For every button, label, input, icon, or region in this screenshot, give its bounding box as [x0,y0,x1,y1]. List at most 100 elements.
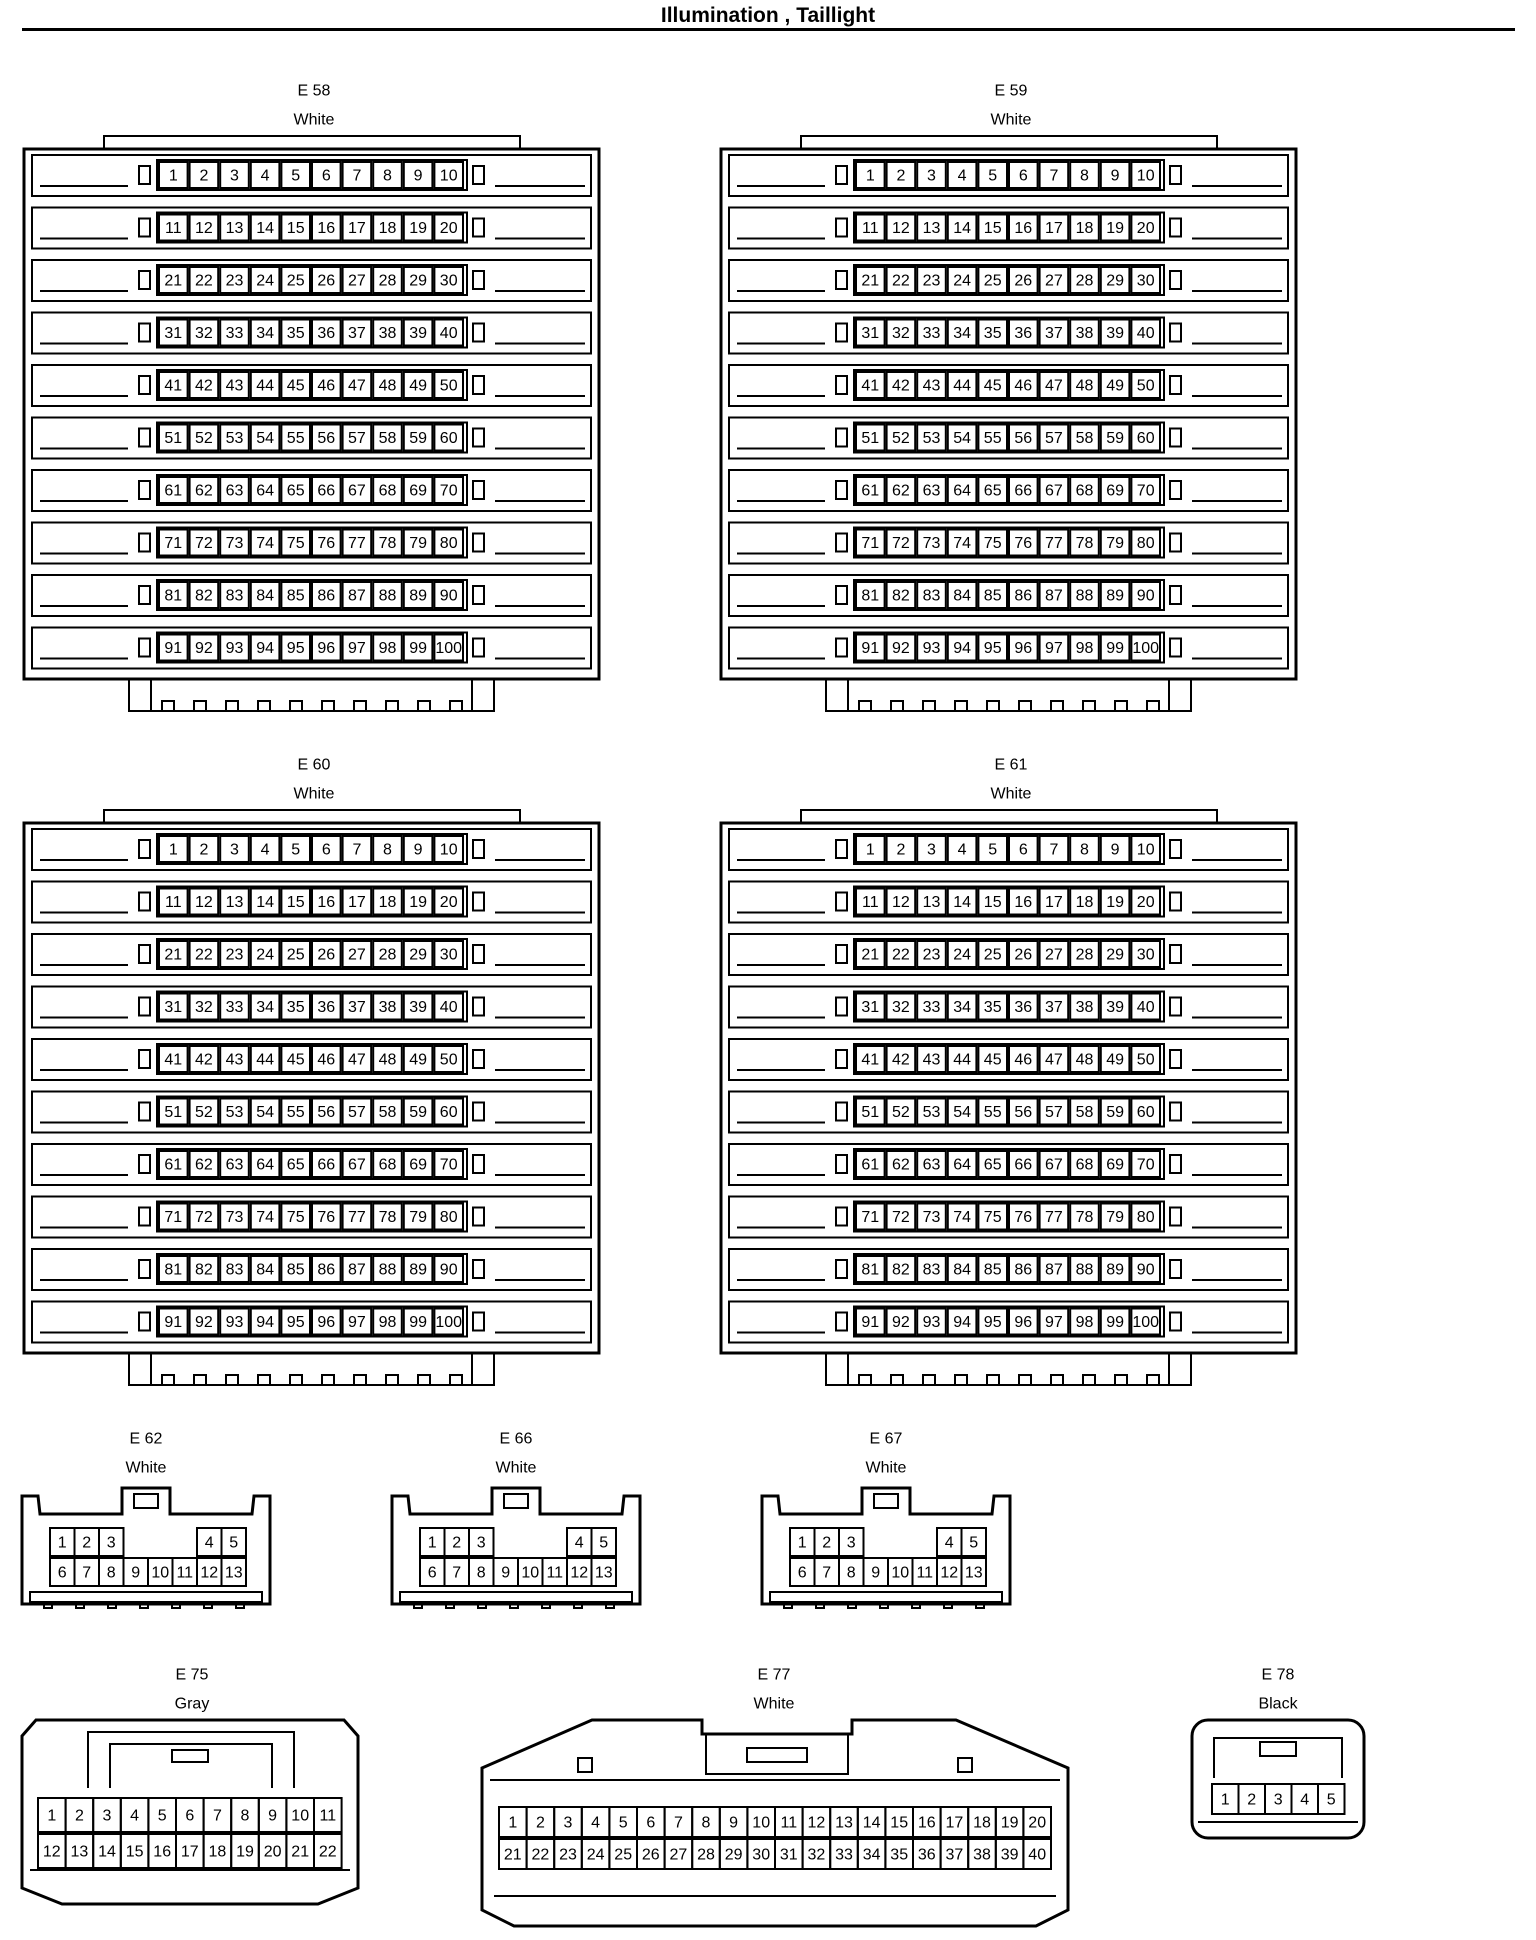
row-key-slot [835,480,848,500]
pin-number: 39 [1106,999,1124,1016]
pin-cell [1099,835,1131,863]
row-frame [31,1143,592,1186]
pin-cell [219,992,250,1021]
pin-number: 92 [892,1314,910,1331]
pin-number: 43 [923,378,941,395]
pin-cell [977,1255,1009,1283]
pin-cell [1099,1150,1131,1178]
pin-cell [433,1097,464,1126]
pin-number: 90 [1137,1262,1155,1279]
base-tooth [954,1374,968,1386]
pin-cell [977,1202,1009,1231]
connector-top-lip [800,135,1218,150]
row-key-slot [1169,427,1182,448]
pin-cell [402,213,434,242]
lock-tab [873,1493,899,1509]
connector-id-label: E 58 [298,83,331,100]
row-key-slot [138,1259,151,1279]
pin-cell [1130,1255,1162,1283]
pin-cell [433,835,464,863]
pin-number: 16 [918,1815,936,1832]
pin-number: 4 [130,1808,139,1825]
pin-cell [946,1307,978,1336]
pin-cell [158,1150,189,1178]
base-tooth [1146,700,1160,712]
pin-cell [311,213,342,242]
row-frame [728,1090,1289,1134]
pin-cell [188,1045,220,1073]
base-tooth [235,1601,245,1609]
pin-number: 5 [988,168,997,185]
latch-frame [87,1731,295,1788]
pin-cell [1008,1307,1039,1336]
pin-strip [156,1253,468,1285]
pin-number: 95 [984,1314,1002,1331]
pin-number: 18 [1076,220,1094,237]
pin-number: 87 [1045,588,1063,605]
pin-number: 5 [158,1808,167,1825]
pin-number: 45 [984,378,1002,395]
pin-cell [977,992,1009,1021]
pin-number: 100 [435,1314,462,1331]
pin-number: 23 [226,273,244,290]
base-tooth [879,1601,889,1609]
pin-number: 81 [861,588,879,605]
pin-number: 56 [1014,1104,1032,1121]
pin-cell [372,1150,403,1178]
base-tooth [922,1374,936,1386]
pin-number: 13 [225,1565,243,1582]
pin-number: 6 [322,842,331,859]
pin-number: 6 [185,1808,194,1825]
pin-cell [280,887,311,916]
pin-cell [916,581,947,609]
pin-number: 72 [892,535,910,552]
connector-color-label: White [294,112,335,129]
pin-number: 9 [414,168,423,185]
pin-strip [156,1095,468,1128]
pin-number: 9 [1111,842,1120,859]
pin-cell [855,476,886,504]
pin-number: 79 [1106,535,1124,552]
pin-number: 18 [1076,894,1094,911]
pin-cell [341,1045,373,1073]
base-tooth [922,700,936,712]
pin-number: 52 [195,430,213,447]
pin-number: 32 [892,325,910,342]
pin-number: 69 [1106,483,1124,500]
pin-cell [249,1097,281,1126]
pin-cell [1069,423,1100,452]
pin-cell [977,528,1009,557]
pin-number: 44 [953,1052,971,1069]
pin-cell [341,633,373,662]
pin-number: 47 [348,1052,366,1069]
pin-number: 5 [291,168,300,185]
connector-color-label: White [866,1460,907,1477]
pin-cell [280,476,311,504]
pin-strip [853,1043,1165,1075]
base-tooth [75,1601,85,1609]
pin-number: 64 [953,1157,971,1174]
pin-number: 18 [973,1815,991,1832]
pin-strip [156,264,468,296]
pin-number: 57 [1045,1104,1063,1121]
pin-number: 10 [891,1565,909,1582]
pin-cell [946,1255,978,1283]
pin-number: 27 [348,947,366,964]
row-key-slot [835,1154,848,1174]
pin-number: 3 [847,1535,856,1552]
pin-number: 74 [953,535,971,552]
row-key-slot [835,322,848,343]
pin-number: 83 [226,1262,244,1279]
pin-number: 3 [103,1808,112,1825]
pin-number: 14 [863,1815,881,1832]
pin-number: 19 [236,1844,254,1861]
pin-cell [1008,161,1039,189]
pin-strip [156,579,468,611]
